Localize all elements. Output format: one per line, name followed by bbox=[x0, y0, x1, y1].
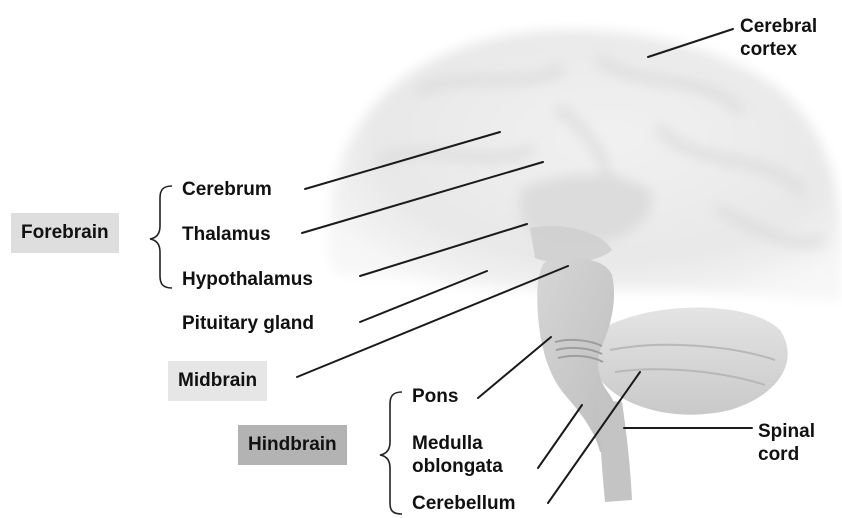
hindbrain-brace bbox=[380, 392, 402, 514]
label-spinal-cord: Spinal cord bbox=[758, 420, 815, 466]
label-pituitary-gland: Pituitary gland bbox=[182, 312, 314, 335]
forebrain-group-label: Forebrain bbox=[11, 213, 119, 253]
spinal-cord-shape bbox=[598, 400, 632, 502]
label-cerebral-cortex: Cerebral cortex bbox=[740, 15, 817, 61]
leader-medulla bbox=[538, 405, 582, 468]
label-pons: Pons bbox=[412, 385, 458, 408]
leader-pons bbox=[478, 337, 551, 398]
label-medulla-line2: oblongata bbox=[412, 455, 503, 478]
forebrain-brace bbox=[150, 186, 172, 288]
label-midbrain: Midbrain bbox=[168, 361, 267, 401]
label-cerebrum: Cerebrum bbox=[182, 178, 272, 201]
label-thalamus: Thalamus bbox=[182, 223, 271, 246]
label-hypothalamus: Hypothalamus bbox=[182, 268, 313, 291]
label-cerebral-cortex-line2: cortex bbox=[740, 38, 817, 61]
label-medulla-line1: Medulla bbox=[412, 432, 503, 455]
label-cerebral-cortex-line1: Cerebral bbox=[740, 15, 817, 38]
hindbrain-group-label: Hindbrain bbox=[238, 425, 347, 465]
label-medulla-oblongata: Medulla oblongata bbox=[412, 432, 503, 478]
leader-midbrain bbox=[297, 266, 568, 377]
label-cerebellum: Cerebellum bbox=[412, 492, 515, 515]
label-spinal-cord-line1: Spinal bbox=[758, 420, 815, 443]
label-spinal-cord-line2: cord bbox=[758, 443, 815, 466]
